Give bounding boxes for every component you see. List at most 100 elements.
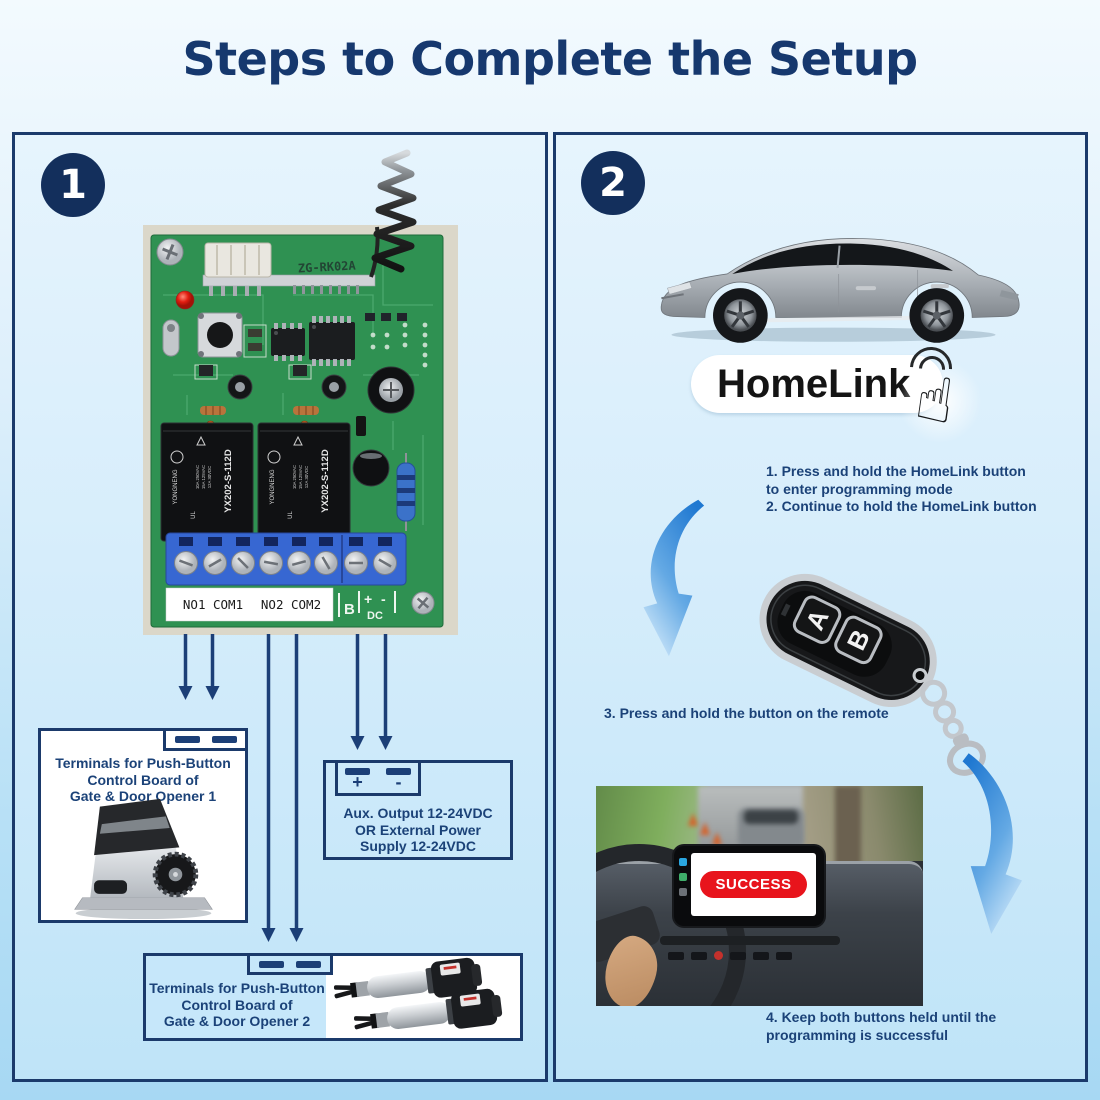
pcb-model-label: ZG-RK02A [298, 258, 357, 275]
car-image [660, 238, 1020, 345]
opener1-caption-line: Terminals for Push-Button [55, 755, 231, 771]
power-resistor [396, 453, 416, 531]
relay-rating: 12A 30VDC [207, 466, 212, 488]
aux-caption-line: OR External Power [354, 821, 482, 838]
traffic-cone-icon [688, 813, 698, 826]
flow-arrow-down-icon [643, 499, 705, 657]
status-badge: SUCCESS [700, 871, 807, 898]
remote-button-b: B [834, 615, 883, 665]
step-1-badge: 1 [41, 153, 105, 217]
cqc-logo-icon [267, 450, 281, 464]
actuator-2 [353, 988, 502, 1030]
aux-minus-label: - [395, 772, 402, 792]
car-windows [732, 243, 953, 274]
traffic-cone-icon [712, 832, 722, 845]
capacitor-large [367, 366, 415, 414]
smd-resistor [248, 329, 262, 337]
aux-caption-line: Supply 12-24VDC [360, 838, 476, 854]
aux-terminal-notch: + - [335, 760, 421, 796]
remote-led [780, 603, 791, 617]
ic-chip-small [271, 323, 305, 361]
flow-arrow-down-icon [962, 753, 1023, 934]
terminal-dash-icon [345, 768, 370, 775]
linear-actuators-image [333, 957, 502, 1030]
terminal-dash-icon [211, 736, 237, 743]
terminal-dash-icon [296, 960, 321, 968]
instruction-line: 2. Continue to hold the HomeLink button [766, 498, 1037, 514]
relay-rating: 10A 250VAC [292, 465, 297, 489]
climate-buttons [668, 951, 836, 960]
terminal-block [165, 532, 407, 586]
pcb-traces [163, 255, 433, 555]
dc-minus-label: - [381, 591, 386, 607]
front-wheel [711, 286, 770, 345]
receiver-board-photo: ZG-RK02A [143, 225, 458, 635]
taillight [999, 290, 1019, 301]
capacitor-black [352, 449, 390, 487]
screen-side-icons [679, 858, 688, 896]
trees-right [803, 786, 923, 861]
opener1-terminal-notch [163, 728, 248, 751]
relay-rating: 15A 125VAC [201, 465, 206, 489]
remote-button-a: A [792, 595, 842, 644]
relay-rating: 15A 125VAC [298, 465, 303, 489]
opener2-terminal-notch [247, 953, 333, 975]
aux-caption-line: Aux. Output 12-24VDC [343, 805, 493, 821]
smd-resistor [248, 343, 262, 351]
indicator-led-icon [175, 290, 195, 310]
relay-1: YONGNENG UL 10A 250VAC 15A 125VAC 12A 30… [160, 422, 254, 542]
opener1-caption-line: Gate & Door Opener 1 [69, 788, 217, 804]
inductor [200, 406, 319, 415]
relay-model-label: YX202-S-112D [320, 449, 331, 513]
dc-label: DC [367, 610, 383, 622]
terminal-dash-icon [259, 960, 284, 968]
car-ahead-window [744, 810, 798, 824]
ul-mark: UL [288, 511, 294, 519]
actuator-image-area [326, 956, 520, 1038]
mounting-screw-icon [156, 238, 184, 266]
relay-brand-label: YONGNENG [270, 469, 276, 504]
homelink-label: HomeLink [717, 361, 911, 406]
relay-brand-label: YONGNENG [173, 469, 179, 504]
screen-display: SUCCESS [691, 853, 816, 916]
warning-triangle-icon [196, 435, 206, 446]
terminal-dash-icon [174, 736, 200, 743]
learn-button-icon [197, 312, 243, 358]
transistor [293, 365, 307, 376]
step-2-panel: 2 [553, 132, 1088, 1082]
warning-triangle-icon [293, 435, 303, 446]
power-diode [356, 416, 366, 436]
transistor [199, 365, 213, 376]
tap-hand-icon: ☝ [896, 338, 996, 449]
instructions-1-2: 1. Press and hold the HomeLink button to… [766, 463, 1100, 516]
sliding-gate-opener-image [74, 798, 213, 920]
actuator-1 [333, 957, 482, 999]
aux-plus-label: + [352, 772, 363, 792]
page-title: Steps to Complete the Setup [182, 32, 918, 86]
board-silkscreen-labels: B + - DC [338, 591, 396, 622]
terminal-label-strip: NO1 COM1 NO2 COM2 [165, 587, 334, 622]
aux-power-box: + - Aux. Output 12-24VDC OR External Pow… [323, 760, 513, 860]
opener2-terminals-box: Terminals for Push-Button Control Board … [143, 953, 523, 1041]
ul-mark: UL [191, 511, 197, 519]
infotainment-screen: SUCCESS [674, 846, 824, 926]
instruction-3: 3. Press and hold the button on the remo… [604, 705, 889, 721]
traffic-cone-icon [700, 822, 710, 835]
relay-rating: 10A 250VAC [195, 465, 200, 489]
step-2-badge: 2 [581, 151, 645, 215]
relay-2: YONGNENG UL 10A 250VAC 15A 125VAC 12A 30… [257, 422, 351, 542]
opener1-caption-line: Control Board of [87, 771, 199, 788]
remote-control-image: A B [759, 573, 986, 776]
instruction-line: programming is successful [766, 1026, 949, 1043]
rf-receiver-module [202, 226, 380, 296]
terminal-screws [174, 551, 397, 575]
headlight [667, 281, 693, 295]
opener1-terminals-box: Terminals for Push-Button Control Board … [38, 728, 248, 923]
gate-pillar [835, 786, 861, 861]
dash-vent [660, 936, 840, 945]
car-body [660, 238, 1020, 318]
terminal-dash-icon [386, 768, 411, 775]
relay-rating: 12A 30VDC [304, 466, 309, 488]
instruction-line: 1. Press and hold the HomeLink button [766, 463, 1026, 479]
